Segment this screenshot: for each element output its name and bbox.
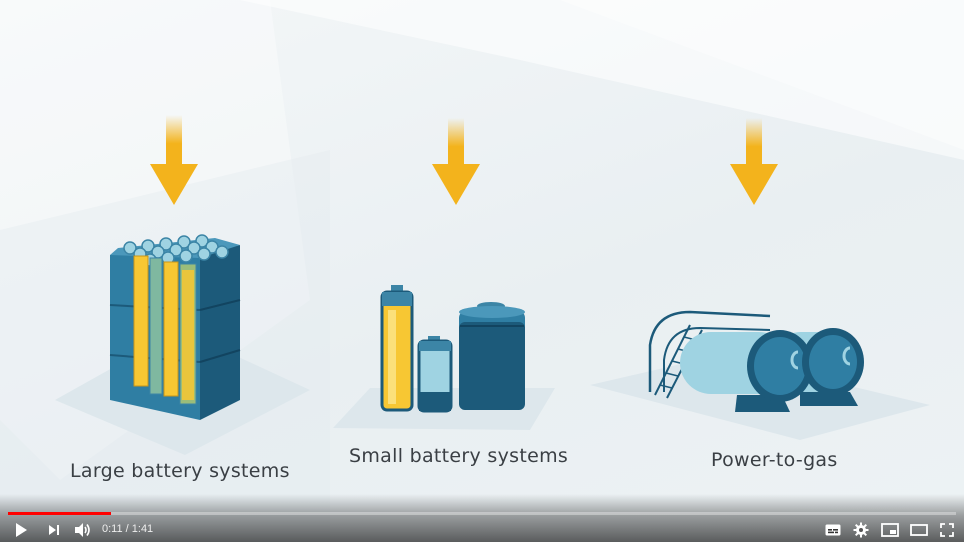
fullscreen-icon bbox=[940, 523, 954, 537]
time-separator: / bbox=[122, 523, 132, 535]
current-time: 0:11 bbox=[102, 523, 123, 535]
volume-icon bbox=[75, 523, 90, 537]
arrow-2-icon bbox=[432, 118, 480, 205]
play-icon bbox=[16, 523, 27, 537]
player-controls: 0:11 / 1:41 bbox=[0, 494, 964, 542]
fullscreen-button[interactable] bbox=[936, 520, 958, 540]
volume-button[interactable] bbox=[72, 520, 94, 540]
caption-power-to-gas: Power-to-gas bbox=[711, 449, 838, 471]
play-button[interactable] bbox=[10, 520, 32, 540]
subtitles-icon bbox=[825, 524, 841, 536]
theater-button[interactable] bbox=[908, 520, 930, 540]
caption-large-battery: Large battery systems bbox=[70, 460, 290, 482]
progress-played bbox=[8, 512, 112, 515]
miniplayer-icon bbox=[881, 523, 899, 537]
miniplayer-button[interactable] bbox=[879, 520, 901, 540]
duration: 1:41 bbox=[131, 523, 154, 535]
caption-small-battery: Small battery systems bbox=[349, 445, 569, 467]
next-button[interactable] bbox=[43, 520, 65, 540]
arrow-3-icon bbox=[730, 118, 778, 205]
settings-button[interactable] bbox=[850, 520, 872, 540]
next-icon bbox=[49, 525, 59, 535]
arrow-1-icon bbox=[150, 115, 198, 205]
settings-icon bbox=[853, 522, 869, 538]
theater-icon bbox=[910, 524, 928, 536]
time-display: 0:11 / 1:41 bbox=[102, 523, 153, 535]
progress-bar[interactable] bbox=[8, 512, 956, 515]
subtitles-button[interactable] bbox=[822, 520, 844, 540]
